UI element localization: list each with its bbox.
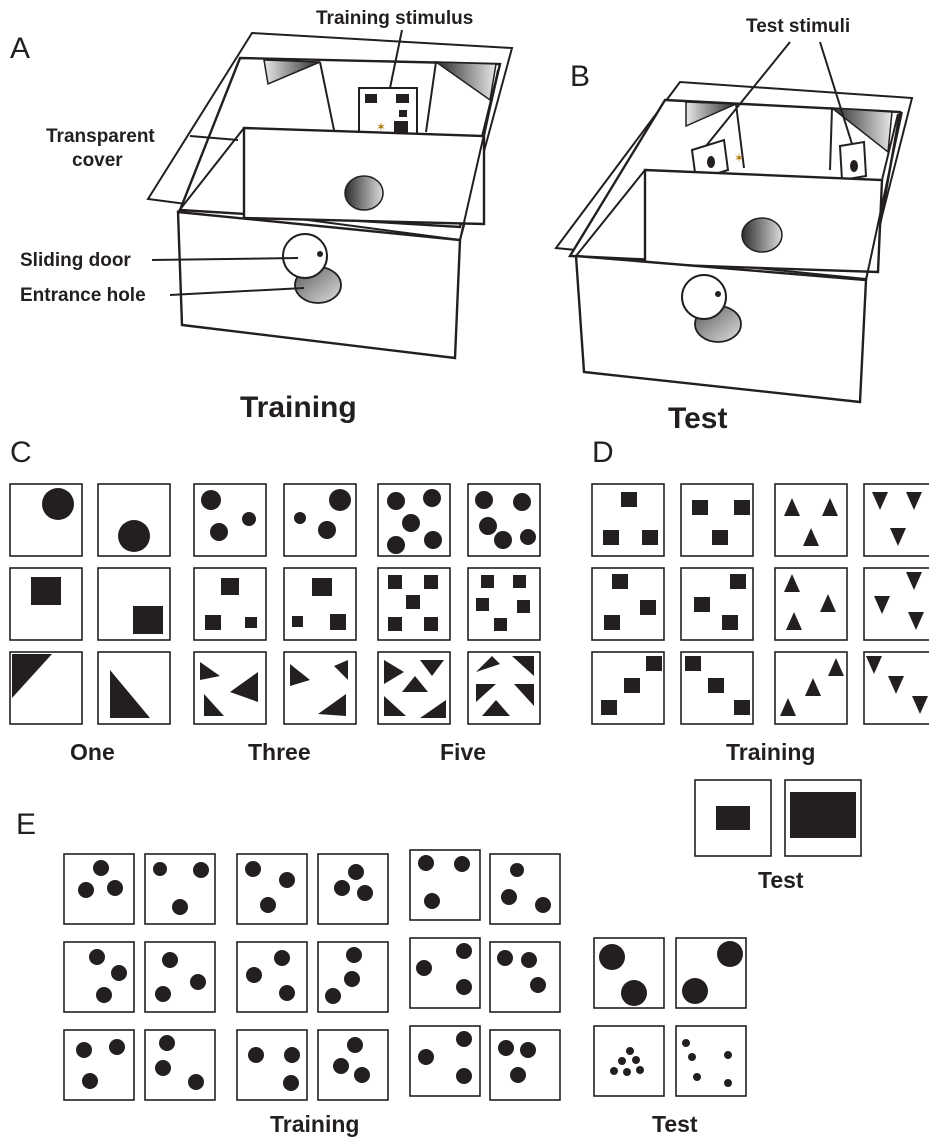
- corner-shade-left-a: [263, 59, 321, 86]
- label-one: One: [70, 739, 115, 765]
- sliding-door-a: [282, 233, 328, 279]
- bee-icon: ✶: [376, 120, 386, 134]
- stimulus-e-14: [144, 1029, 216, 1101]
- corner-shade-left-b: [685, 101, 737, 128]
- label-cover: cover: [72, 150, 123, 171]
- sliding-door-b: [681, 274, 727, 320]
- panel-b-letter: B: [570, 60, 590, 93]
- panel-d: D Training Test: [591, 436, 929, 893]
- label-three: Three: [248, 739, 311, 765]
- training-stimulus-card: ✶: [358, 87, 418, 135]
- stimulus-d-triangles-3: [774, 567, 848, 641]
- panel-c: C: [9, 436, 541, 765]
- stimulus-e-18: [489, 1029, 561, 1101]
- bee-icon-b: ✶: [734, 151, 744, 165]
- stimulus-e-13: [63, 1029, 135, 1101]
- transparent-cover: [146, 31, 514, 242]
- stimulus-d-squares-2: [680, 483, 754, 557]
- stimulus-e-6: [489, 853, 561, 925]
- label-training-stimulus: Training stimulus: [316, 8, 473, 29]
- panel-b-caption: Test: [668, 402, 727, 435]
- panel-e: E: [16, 808, 747, 1137]
- panel-a-caption: Training: [240, 391, 357, 424]
- corner-shade-right-a: [433, 61, 497, 102]
- test-stimulus-right: [838, 140, 868, 182]
- stimulus-e-test-small-2: [675, 1025, 747, 1097]
- partition-hole-b: [741, 217, 783, 253]
- panel-d-test-caption: Test: [758, 867, 804, 893]
- panel-b: B ✶ Test stimuli Test: [554, 16, 914, 435]
- test-stimulus-left: [690, 138, 730, 182]
- label-entrance-hole: Entrance hole: [20, 285, 146, 306]
- stimulus-d-triangles-4: [863, 567, 929, 641]
- panel-e-test-caption: Test: [652, 1111, 698, 1137]
- label-transparent: Transparent: [46, 126, 155, 147]
- label-test-stimuli: Test stimuli: [746, 16, 850, 37]
- panel-c-letter: C: [10, 436, 32, 469]
- stimulus-e-15: [236, 1029, 308, 1101]
- stimulus-e-8: [144, 941, 216, 1013]
- panel-d-training-caption: Training: [726, 739, 815, 765]
- panel-e-training-caption: Training: [270, 1111, 359, 1137]
- panel-d-letter: D: [592, 436, 614, 469]
- corner-shade-right-b: [829, 107, 893, 154]
- stimulus-e-4: [317, 853, 389, 925]
- panel-a: A ✶ Training stimulus: [10, 8, 514, 424]
- stimulus-e-test-small-1: [593, 1025, 665, 1097]
- label-five: Five: [440, 739, 486, 765]
- panel-e-letter: E: [16, 808, 36, 841]
- panel-a-letter: A: [10, 32, 30, 65]
- label-sliding-door: Sliding door: [20, 250, 131, 271]
- partition-hole-a: [344, 175, 384, 211]
